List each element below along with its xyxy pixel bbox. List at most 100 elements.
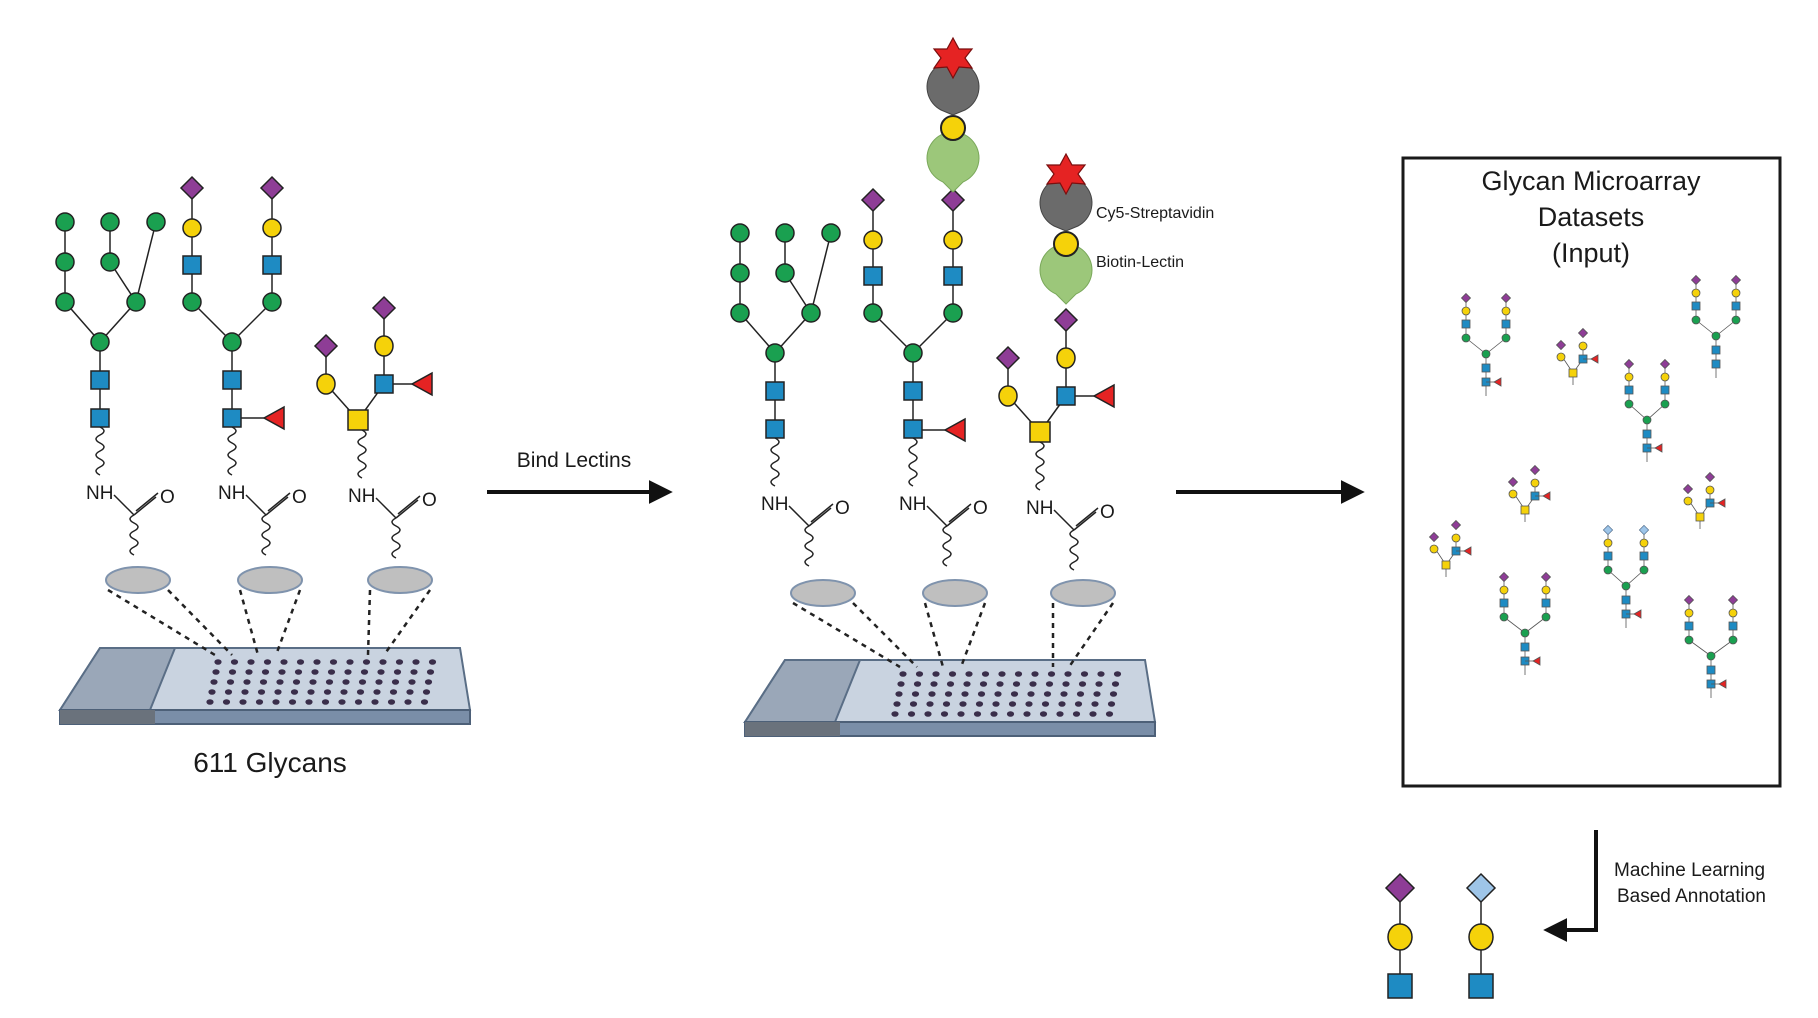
microarray-spot — [311, 669, 319, 675]
galactose-icon — [1556, 352, 1566, 362]
galnac-icon — [347, 409, 369, 431]
galnac-icon — [1441, 560, 1451, 570]
neu5ac-icon — [1690, 274, 1702, 286]
glcnac-icon — [1642, 429, 1652, 439]
microarray-spot — [928, 691, 936, 697]
microarray-spot — [309, 679, 317, 685]
microarray-spot — [907, 711, 916, 717]
datasets-title-line3: (Input) — [1552, 238, 1630, 268]
glcnac-icon — [1501, 319, 1511, 329]
linker-wave — [95, 426, 105, 476]
galactose-icon — [1499, 585, 1509, 595]
neu5ac-icon — [1428, 531, 1440, 543]
mannose-icon — [1624, 399, 1634, 409]
microarray-spot — [408, 679, 416, 685]
bind-lectins-label: Bind Lectins — [517, 449, 631, 472]
mannose-icon — [182, 292, 202, 312]
fucose-icon — [1542, 491, 1551, 501]
microarray-spot — [329, 659, 338, 665]
mannose-icon — [100, 212, 120, 232]
mannose-icon — [90, 332, 110, 352]
microarray-spot — [362, 659, 371, 665]
linker-spots-left — [105, 566, 433, 657]
microarray-spot — [895, 691, 903, 697]
galactose-icon — [1541, 585, 1551, 595]
machine-learning-annotation-step: Machine Learning Based Annotation — [1384, 830, 1766, 999]
mannose-icon — [1481, 349, 1491, 359]
carbonyl-o-label: O — [1100, 502, 1115, 523]
microarray-spot — [375, 679, 383, 685]
mannose-icon — [863, 303, 883, 323]
biotin-lectin-label: Biotin-Lectin — [1096, 254, 1184, 271]
mannose-icon — [1642, 415, 1652, 425]
mannose-icon — [730, 263, 750, 283]
glycan-high-mannose-middle — [730, 223, 841, 439]
glcnac-icon — [90, 370, 110, 390]
microarray-spot — [406, 689, 414, 695]
annotated-motif-neu5ac — [1384, 872, 1416, 999]
mannose-icon — [222, 332, 242, 352]
neu5ac-icon — [1450, 519, 1462, 531]
galnac-icon — [1568, 368, 1578, 378]
microarray-spot — [290, 689, 299, 695]
glcnac-icon — [1684, 621, 1694, 631]
microarray-spot — [994, 691, 1002, 697]
glcnac-icon — [1621, 595, 1631, 605]
fucose-icon — [1654, 443, 1663, 453]
carbonyl-o-label: O — [292, 487, 307, 508]
glcnac-icon — [90, 408, 110, 428]
mannose-icon — [1499, 612, 1509, 622]
microarray-spot — [1027, 691, 1035, 697]
neu5gc-icon — [1639, 525, 1649, 535]
microarray-spot — [222, 699, 231, 705]
microarray-spot — [1093, 691, 1101, 697]
linker-wave — [357, 429, 367, 479]
glycan-high-mannose-left — [55, 212, 166, 428]
microarray-spot — [228, 669, 237, 675]
microarray-spot — [420, 699, 429, 705]
microarray-spot — [288, 699, 297, 705]
microarray-spot — [245, 669, 253, 675]
microarray-spot — [1111, 681, 1120, 687]
linker-wave — [1035, 441, 1045, 491]
glcnac-icon — [222, 370, 242, 390]
microarray-spot — [241, 689, 249, 695]
galactose-icon — [1728, 608, 1738, 618]
ml-annotation-line2: Based Annotation — [1617, 886, 1766, 907]
galactose-icon — [1429, 544, 1439, 554]
galactose-icon — [1683, 496, 1693, 506]
microarray-spot — [327, 669, 336, 675]
microarray-spot — [1014, 671, 1023, 677]
linker-wave — [261, 514, 271, 556]
microarray-spot — [1031, 671, 1039, 677]
microarray-spot — [1074, 701, 1083, 707]
galnac-icon — [1029, 421, 1051, 443]
microarray-spot — [422, 689, 431, 695]
mini-n-glycan — [1498, 571, 1552, 675]
microarray-spot — [942, 701, 951, 707]
glcnac-icon — [1691, 301, 1701, 311]
mannose-icon — [146, 212, 166, 232]
microarray-spot — [338, 699, 346, 705]
microarray-spot — [276, 679, 284, 685]
fucose-icon — [1092, 383, 1115, 409]
fucose-icon — [1717, 498, 1726, 508]
fucose-icon — [1590, 354, 1599, 364]
mannose-icon — [1684, 635, 1694, 645]
fucose-icon — [410, 371, 433, 397]
nh-label: NH — [899, 494, 926, 515]
mannose-icon — [1731, 315, 1741, 325]
glcnac-icon — [765, 419, 785, 439]
nh-label: NH — [218, 483, 245, 504]
galactose-icon — [262, 218, 282, 238]
galactose-icon — [316, 373, 336, 395]
microarray-slide-left — [58, 647, 472, 725]
neu5ac-icon — [1704, 471, 1716, 483]
microarray-spot — [1107, 701, 1116, 707]
galactose-icon — [1056, 347, 1076, 369]
microarray-spot — [973, 711, 982, 717]
microarray-spot — [255, 699, 264, 705]
glcnac-icon — [1603, 551, 1613, 561]
glcnac-icon — [1520, 642, 1530, 652]
